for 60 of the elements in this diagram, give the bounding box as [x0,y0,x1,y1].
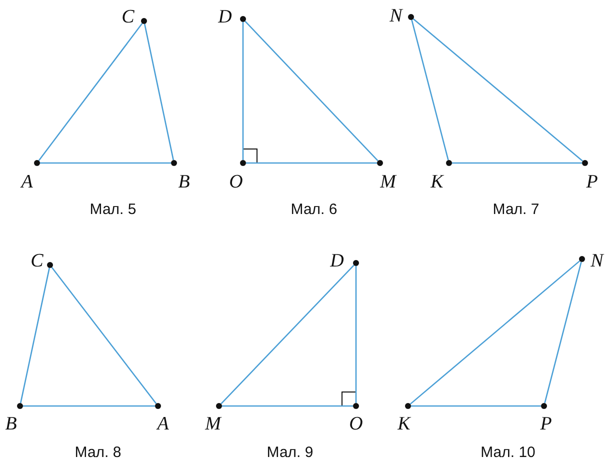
vertex-label: K [398,414,410,434]
vertex-dot [446,160,452,166]
vertex-dot [216,403,222,409]
vertex-dot [47,262,53,268]
vertex-label: O [349,414,363,434]
vertex-dot [582,160,588,166]
triangle-side [23,405,155,407]
triangle-side [411,20,449,160]
triangle-side [220,264,354,404]
vertex-dot [353,260,359,266]
vertex-label: C [122,8,134,26]
triangle-side [544,262,582,404]
triangle-side [244,20,378,162]
triangle-side [410,260,580,405]
triangle-side [412,18,584,162]
triangle-side [411,405,541,407]
triangle-side [51,266,157,404]
vertex-label: O [229,172,243,192]
vertex-label: D [330,252,344,270]
vertex-dot [171,160,177,166]
vertex-label: A [21,172,33,192]
triangle-side [222,405,353,407]
figure-caption: Мал. 9 [266,445,314,461]
vertex-label: C [30,252,44,270]
vertex-dot [405,403,411,409]
vertex-label: P [540,414,552,434]
figure-caption: Мал. 8 [74,445,122,461]
figure-caption: Мал. 10 [480,445,536,461]
vertex-dot [240,160,246,166]
vertex-dot [353,403,359,409]
triangle-side [144,24,174,160]
vertex-label: P [586,172,598,192]
vertex-dot [240,16,246,22]
vertex-dot [34,160,40,166]
figure-caption: Мал. 6 [290,202,338,218]
vertex-label: M [380,172,396,192]
triangle-side [38,23,143,161]
triangle-side [40,162,171,164]
vertex-dot [377,160,383,166]
vertex-dot [155,403,161,409]
figure-caption: Мал. 7 [492,202,540,218]
vertex-label: A [157,414,169,434]
triangle-side [246,162,377,164]
vertex-label: D [218,8,232,26]
figure-caption: Мал. 5 [90,202,136,218]
triangle-side [242,22,244,160]
triangle-side [452,162,582,164]
vertex-dot [141,18,147,24]
vertex-label: N [390,6,402,26]
vertex-label: N [590,252,604,270]
vertex-label: M [205,414,221,434]
vertex-dot [17,403,23,409]
triangle-side [20,268,50,404]
vertex-label: B [178,172,190,192]
vertex-label: B [5,414,17,434]
vertex-dot [408,14,414,20]
vertex-dot [541,403,547,409]
vertex-dot [579,256,585,262]
vertex-label: K [430,172,444,192]
triangle-side [355,266,357,403]
